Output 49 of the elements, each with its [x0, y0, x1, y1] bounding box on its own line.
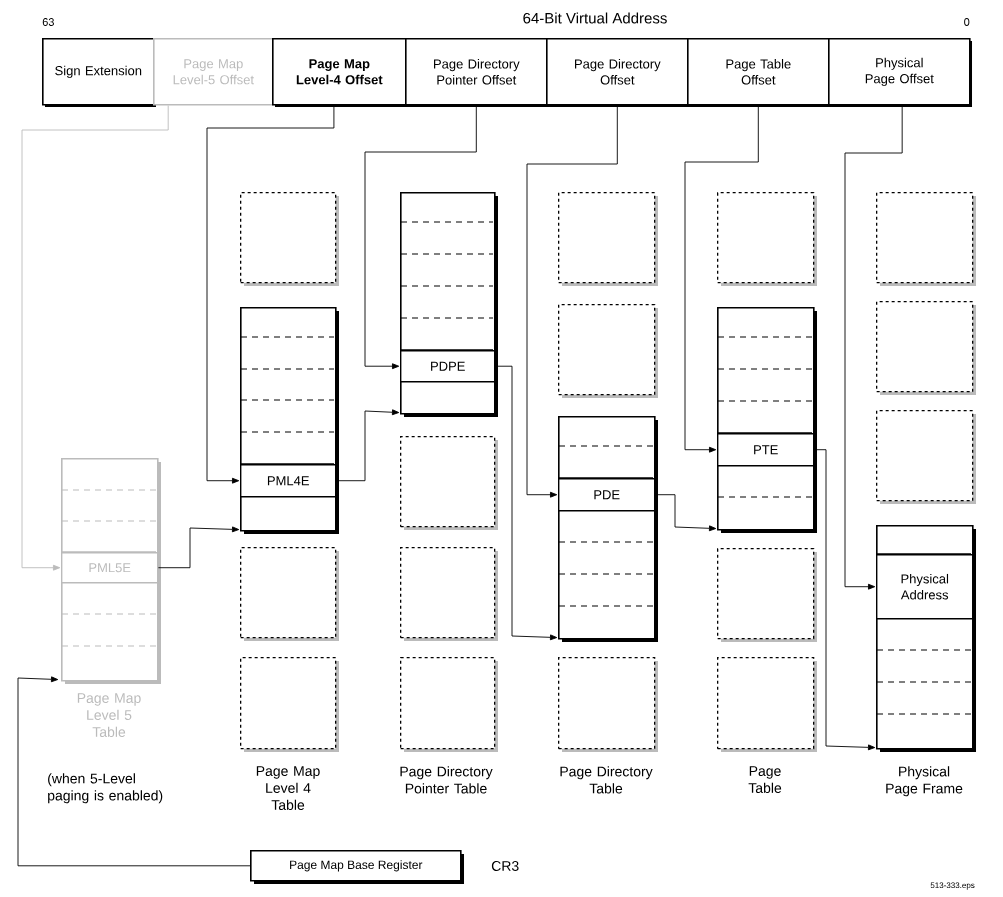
address-field: Sign Extension — [42, 38, 156, 107]
address-field: Physical Page Offset — [828, 38, 972, 107]
placeholder-box — [400, 657, 498, 752]
title: 64-Bit Virtual Address — [523, 12, 667, 24]
placeholder-box — [400, 436, 498, 530]
table-entry: PDPE — [400, 350, 496, 383]
table-caption: Page Map Level 5 Table — [77, 693, 141, 737]
arrow — [526, 105, 618, 498]
table-caption: Page Directory Table — [560, 766, 653, 794]
file-name: 513-333.eps — [930, 882, 975, 890]
table-entry: PTE — [717, 433, 815, 467]
placeholder-box — [558, 657, 658, 752]
note-text: (when 5-Level paging is enabled) — [48, 773, 163, 804]
placeholder-box — [876, 301, 976, 395]
arrow — [844, 105, 903, 590]
arrow — [206, 105, 335, 484]
placeholder-box — [400, 547, 498, 641]
placeholder-box — [558, 304, 658, 398]
placeholder-box — [717, 548, 817, 642]
placeholder-box — [717, 657, 817, 752]
placeholder-box — [240, 657, 339, 752]
placeholder-box — [717, 192, 817, 286]
address-field: Page Map Level-4 Offset — [272, 38, 408, 107]
address-field: Page Map Level-5 Offset — [153, 38, 274, 106]
table-caption: Page Directory Pointer Table — [400, 766, 493, 794]
register-box: Page Map Base Register — [250, 850, 464, 884]
table-entry: Physical Address — [876, 554, 974, 620]
arrow — [364, 105, 477, 370]
table-caption: Physical Page Frame — [886, 766, 963, 797]
address-field: Page Directory Pointer Offset — [405, 38, 549, 107]
placeholder-box — [876, 192, 976, 286]
placeholder-box — [240, 547, 339, 641]
bit-number: 0 — [964, 18, 970, 26]
placeholder-box — [240, 192, 339, 286]
register-label: CR3 — [491, 861, 519, 871]
bit-number: 63 — [42, 18, 54, 26]
table-entry: PML4E — [240, 464, 337, 498]
placeholder-box — [558, 192, 658, 286]
address-field: Page Table Offset — [687, 38, 831, 107]
table-entry: PDE — [558, 478, 656, 512]
address-field: Page Directory Offset — [546, 38, 690, 107]
table-caption: Page Map Level 4 Table — [256, 766, 320, 810]
table-caption: Page Table — [748, 766, 782, 793]
arrow — [157, 526, 240, 569]
arrow — [21, 105, 169, 571]
placeholder-box — [876, 410, 976, 504]
arrow — [17, 676, 251, 867]
arrow — [684, 105, 759, 453]
table-entry: PML5E — [61, 552, 159, 584]
